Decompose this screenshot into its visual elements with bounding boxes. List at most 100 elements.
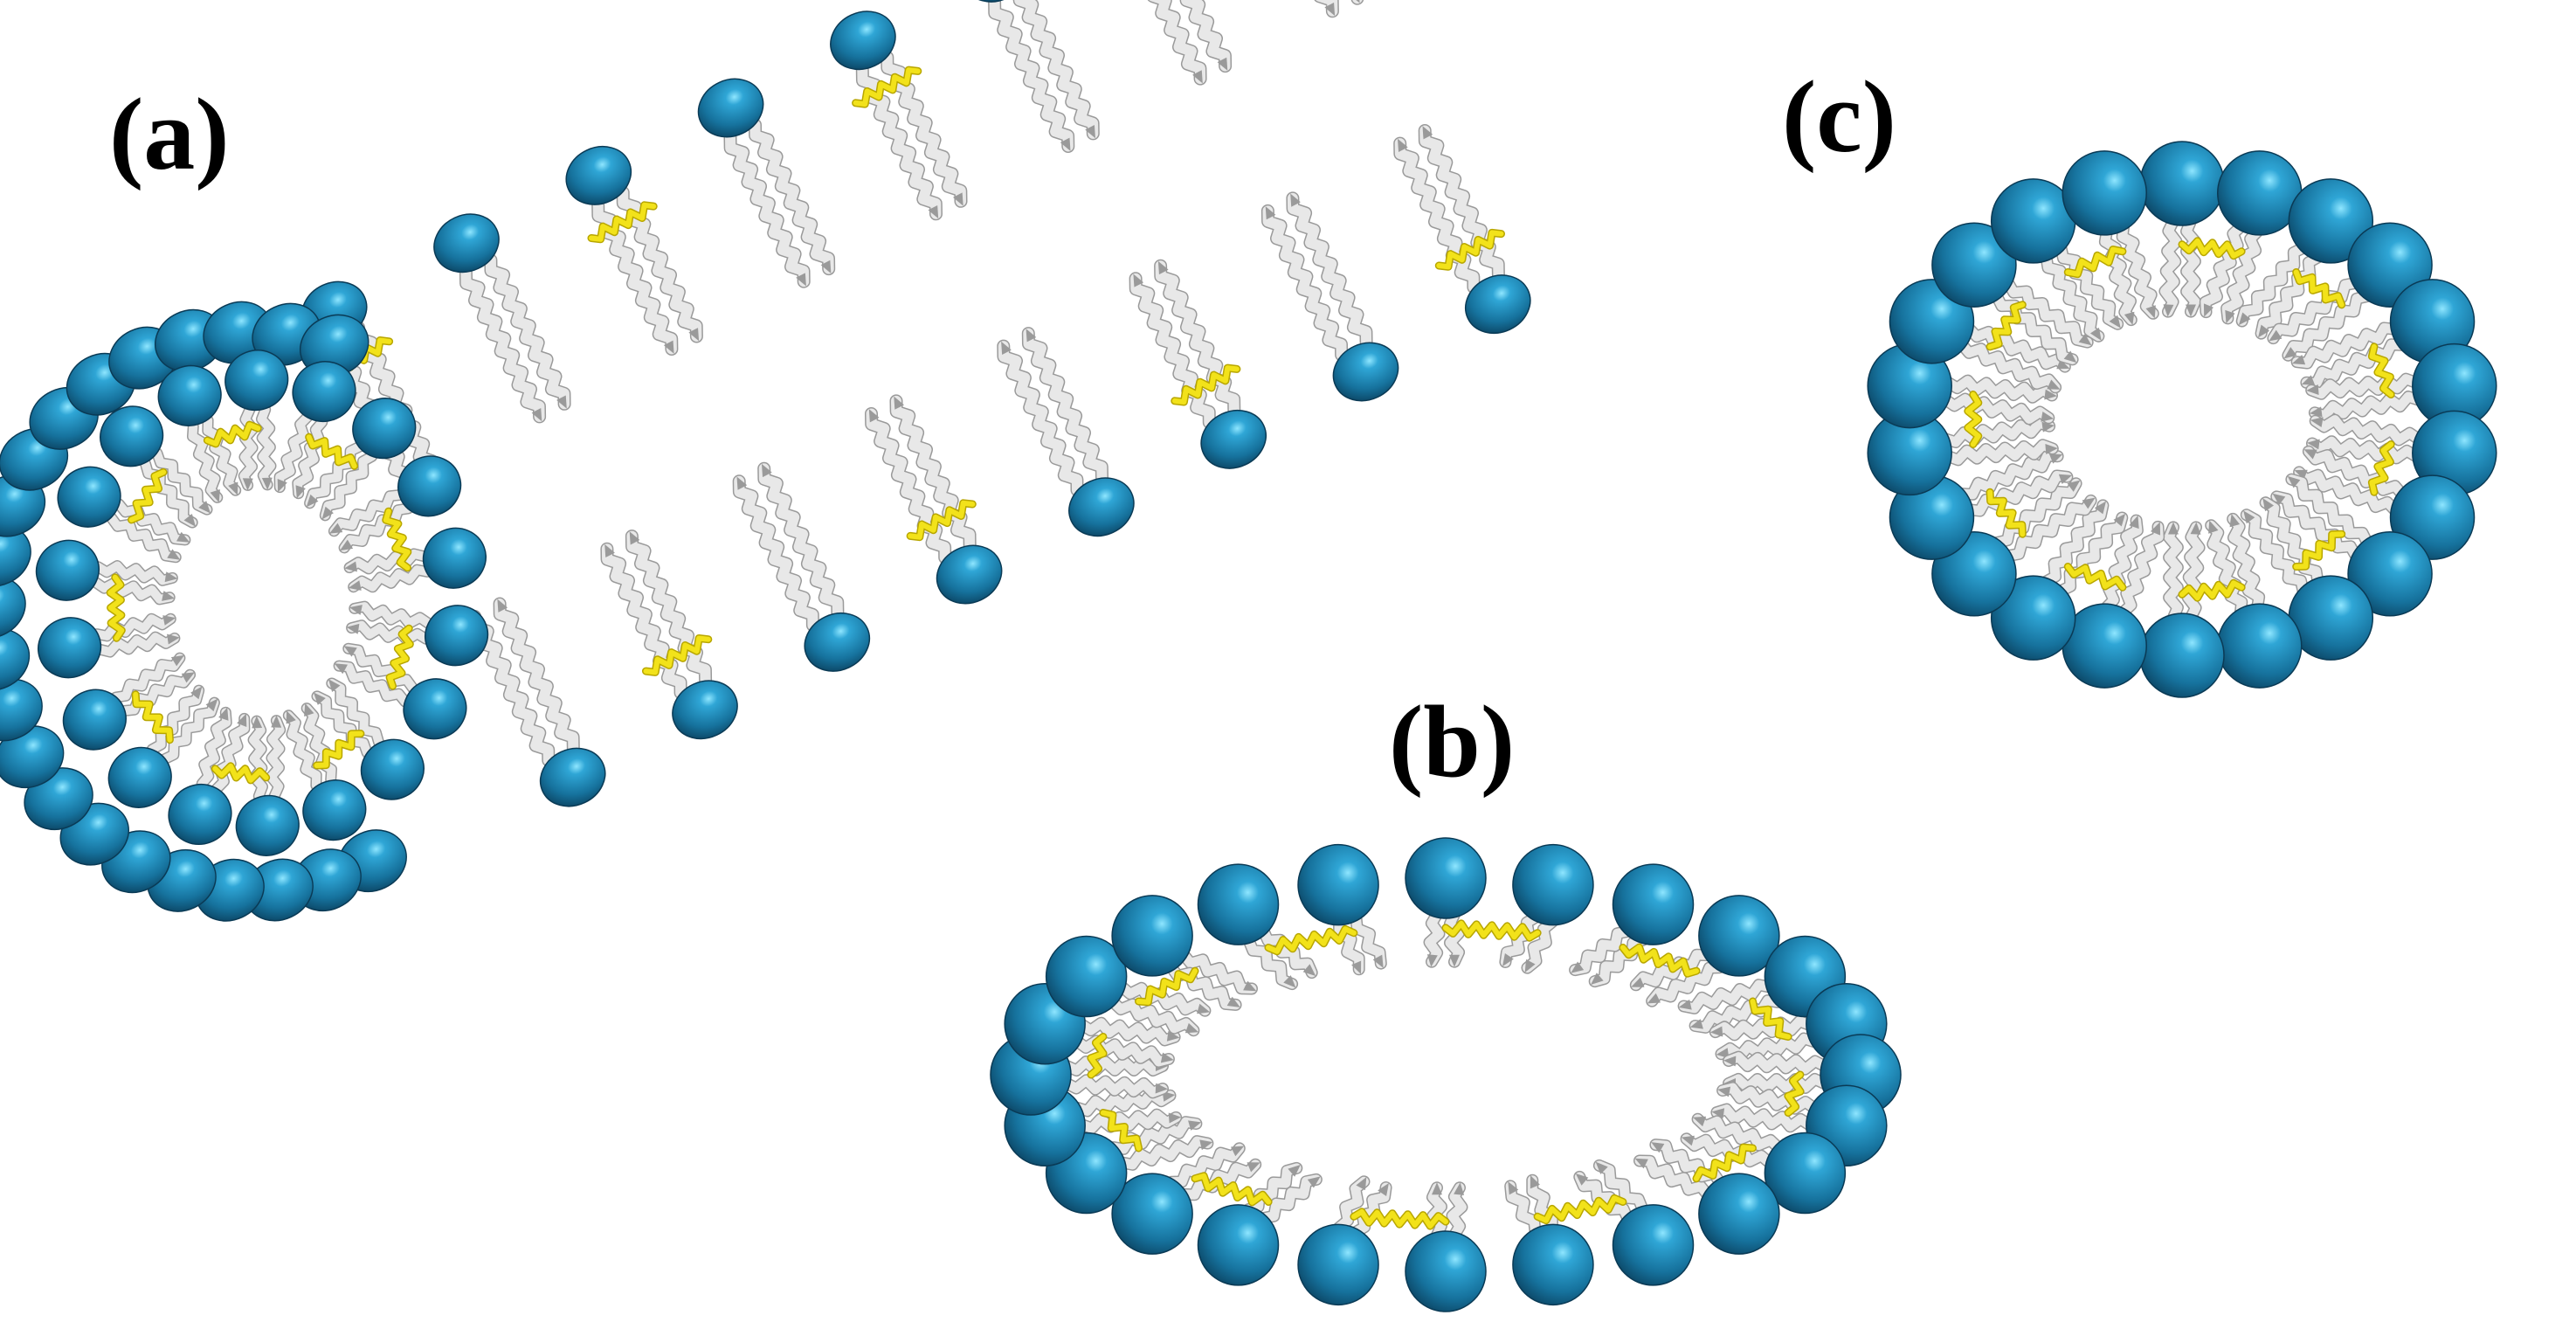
tail-end [2283,347,2297,359]
tail-end [820,260,832,273]
hydrophobic-tail-highlight [1570,926,1633,975]
hydrophobic-tail-highlight [321,452,376,520]
tail-end [170,654,184,667]
tail-end [556,395,567,409]
tail-end [2262,498,2275,512]
tail-end [2303,449,2317,460]
hydrophobic-tail-highlight [1117,1136,1212,1170]
spacer-chain-highlight [2293,531,2345,570]
tail-end [2048,453,2063,464]
hydrophobic-tail-highlight [2056,513,2127,596]
hydrophobic-tail-highlight [1594,1160,1647,1215]
hydrophobic-tail-highlight [1149,0,1206,85]
hydrophilic-head [0,523,31,587]
tail-end [1356,1176,1367,1191]
hydrophobic-tail-highlight [494,599,579,753]
hydrophobic-tail-highlight [460,267,545,422]
hydrophilic-head [1512,843,1594,926]
hydrophobic-tail-highlight [734,475,818,631]
spacer-chain-highlight [383,509,411,571]
tail-end [1197,1003,1211,1014]
tail-end [286,710,296,724]
hydrophobic-tail-highlight [2292,322,2400,368]
tail-end [176,531,190,543]
hydrophobic-tail-highlight [1334,1176,1369,1233]
hydrophilic-head [433,213,500,273]
hydrophobic-tail-highlight [749,120,834,274]
hydrophobic-tail-highlight [1523,917,1557,973]
hydrophobic-tail-highlight [148,686,204,754]
tail-end [531,408,542,422]
hydrophobic-tail-highlight [349,565,432,592]
tail-end [2045,444,2058,454]
hydrophobic-tail-highlight [1590,935,1647,986]
hydrophobic-tail-highlight [1117,982,1210,1016]
tail-end [181,672,195,683]
hydrophobic-tail-highlight [293,418,327,498]
tail-end [1631,977,1645,987]
tail-end [1307,1176,1321,1188]
hydrophobic-tail-highlight [111,654,184,703]
hydrophobic-tail-highlight [1350,912,1386,969]
hydrophobic-tail-highlight [349,602,433,628]
hydrophilic-head [35,539,100,601]
tail-end [1723,1056,1737,1067]
hydrophilic-head [565,145,632,205]
hydrophobic-tail-highlight [1679,980,1774,1014]
tail-end [1508,1181,1519,1195]
spacer-chain-highlight [2065,564,2125,591]
tail-end [688,328,700,342]
tail-end [340,539,354,551]
hydrophobic-tail-highlight [160,698,219,764]
hydrophilic-head [672,680,738,740]
hydrophilic-head [1405,837,1487,919]
tail-end [1217,57,1228,71]
hydrophobic-tail-highlight [2117,222,2158,319]
spacer-chain-highlight [314,730,363,768]
spacer-chain-highlight [643,635,711,675]
tail-end [1026,329,1037,343]
tail-end [1265,206,1276,220]
hydrophobic-tail-highlight [2181,216,2200,317]
tail-end [1651,1142,1665,1153]
hydrophilic-head [539,747,606,807]
tail-end [1199,1139,1213,1151]
spacer-chain-highlight [1443,920,1541,941]
hydrophobic-tail-highlight [1710,1016,1814,1040]
hydrophobic-tail-highlight [1958,340,2061,392]
hydrophobic-tail-highlight [1682,1133,1774,1167]
hydrophobic-tail-highlight [2003,495,2096,561]
tail-end [1422,126,1433,140]
hydrophobic-tail-highlight [1943,376,2057,403]
hydrophobic-tail-highlight [2310,391,2423,421]
hydrophilic-head [107,746,172,808]
hydrophobic-tail-highlight [2256,253,2323,339]
tail-end [2129,515,2139,530]
hydrophobic-tail-highlight [1316,0,1338,17]
hydrophobic-tail-highlight [1527,1175,1557,1233]
tail-end [167,633,180,645]
tail-end [2269,329,2282,342]
hydrophobic-tail-highlight [2268,278,2361,343]
hydrophobic-tail-highlight [2310,415,2423,445]
hydrophobic-tail-highlight [188,421,222,502]
hydrophobic-tail-highlight [329,490,404,536]
tail-end [2272,493,2286,505]
hydrophobic-tail-highlight [2301,339,2407,388]
hydrophilic-head [0,627,31,691]
tail-end [736,476,748,490]
hydrophilic-head [360,738,425,800]
tail-end [198,501,211,514]
tail-end [334,663,348,675]
tail-end [1571,961,1585,973]
hydrophobic-tail-highlight [2003,278,2093,348]
spacer-chain-highlight [1987,489,2026,537]
hydrophobic-tail-highlight [2282,291,2372,361]
spacer-chain-highlight [1350,1208,1448,1229]
spacer-chain-highlight [1965,391,1981,447]
panel-label-a: (a) [109,77,230,191]
tail-end [2044,389,2057,400]
panel-a-cylindrical-micelle [0,0,1531,922]
hydrophobic-tail-highlight [725,132,810,287]
